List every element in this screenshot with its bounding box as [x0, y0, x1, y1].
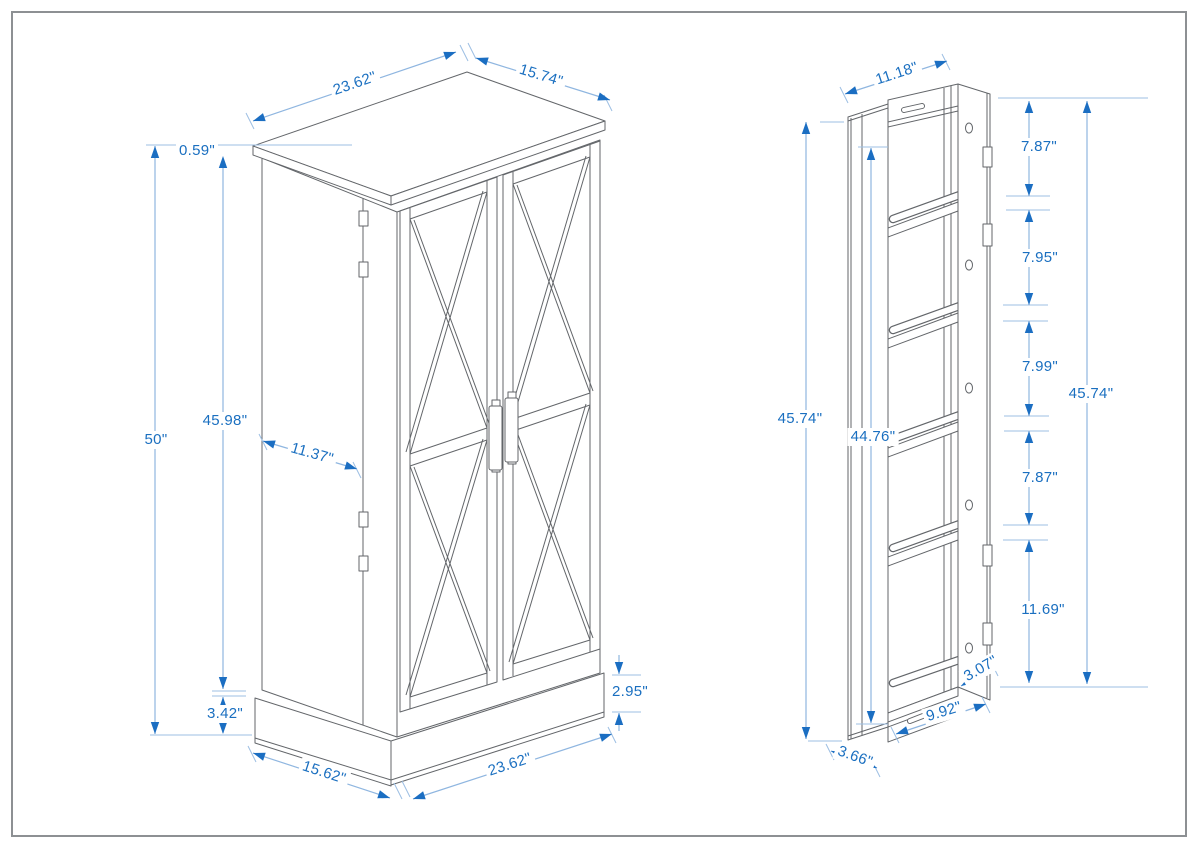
dim-label-height-right: 45.74" [1065, 385, 1117, 403]
dim-label-height-left: 45.74" [774, 410, 826, 428]
dim-label-base-height: 3.42" [203, 705, 247, 723]
hinge-tab [982, 223, 993, 247]
right-door [502, 140, 601, 681]
dim-label-top-thickness: 0.59" [175, 142, 219, 160]
dim-label-overall-height: 50" [141, 431, 171, 449]
door-handles [488, 391, 519, 473]
left-door [399, 176, 498, 713]
dim-label-section-2: 7.95" [1018, 249, 1062, 267]
cabinet-base [254, 672, 605, 787]
hinge-tab [982, 622, 993, 646]
rack-right-panel [957, 83, 993, 701]
side-rack-view [847, 83, 993, 743]
dim-label-section-5: 11.69" [1018, 601, 1068, 619]
dim-label-section-4: 7.87" [1018, 469, 1062, 487]
dim-label-body-height: 45.98" [199, 412, 251, 430]
cabinet-top [252, 71, 606, 206]
dim-label-interior-height: 44.76" [847, 428, 899, 446]
hinge-tab [982, 146, 993, 168]
hinge-tab [982, 544, 993, 567]
top-handle-slot [901, 103, 925, 113]
rack-left-panel [847, 103, 889, 741]
dim-label-plinth-height: 2.95" [608, 683, 652, 701]
drawing-border [11, 11, 1187, 837]
cabinet-isometric-view [252, 71, 606, 787]
dim-label-section-3: 7.99" [1018, 358, 1062, 376]
dim-label-section-1: 7.87" [1017, 138, 1061, 156]
